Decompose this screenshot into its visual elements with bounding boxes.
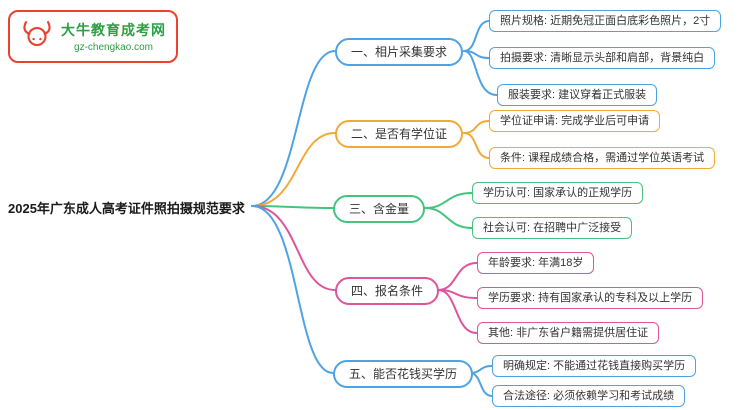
leaf-node-photo-spec: 照片规格: 近期免冠正面白底彩色照片，2寸 (489, 10, 722, 32)
leaf-node-education-requirement: 学历要求: 持有国家承认的专科及以上学历 (477, 287, 704, 309)
logo-url: gz-chengkao.com (74, 42, 153, 53)
leaf-node-other-requirement: 其他: 非广东省户籍需提供居住证 (477, 322, 660, 344)
branch-node-degree-certificate: 二、是否有学位证 (335, 120, 464, 148)
leaf-node-shoot-require: 拍摄要求: 清晰显示头部和肩部，背景纯白 (489, 47, 716, 69)
leaf-node-degree-condition: 条件: 课程成绩合格，需通过学位英语考试 (489, 147, 716, 169)
branch-node-buy-diploma: 五、能否花钱买学历 (333, 360, 474, 388)
leaf-node-degree-apply: 学位证申请: 完成学业后可申请 (489, 110, 661, 132)
leaf-node-dress-require: 服装要求: 建议穿着正式服装 (497, 84, 658, 106)
bull-icon (20, 17, 54, 56)
logo-title: 大牛教育成考网 (61, 22, 166, 38)
branch-node-value: 三、含金量 (333, 195, 426, 223)
root-node: 2025年广东成人高考证件照拍摄规范要求 (8, 201, 245, 216)
leaf-node-age-requirement: 年龄要求: 年满18岁 (477, 252, 595, 274)
leaf-node-explicit-rule: 明确规定: 不能通过花钱直接购买学历 (492, 355, 697, 377)
branch-node-photo-requirements: 一、相片采集要求 (335, 38, 464, 66)
site-logo: 大牛教育成考网 gz-chengkao.com (8, 10, 178, 63)
leaf-node-legal-way: 合法途径: 必须依赖学习和考试成绩 (492, 385, 686, 407)
leaf-node-state-recognition: 学历认可: 国家承认的正规学历 (472, 182, 644, 204)
leaf-node-social-recognition: 社会认可: 在招聘中广泛接受 (472, 217, 633, 239)
branch-node-registration: 四、报名条件 (335, 277, 440, 305)
